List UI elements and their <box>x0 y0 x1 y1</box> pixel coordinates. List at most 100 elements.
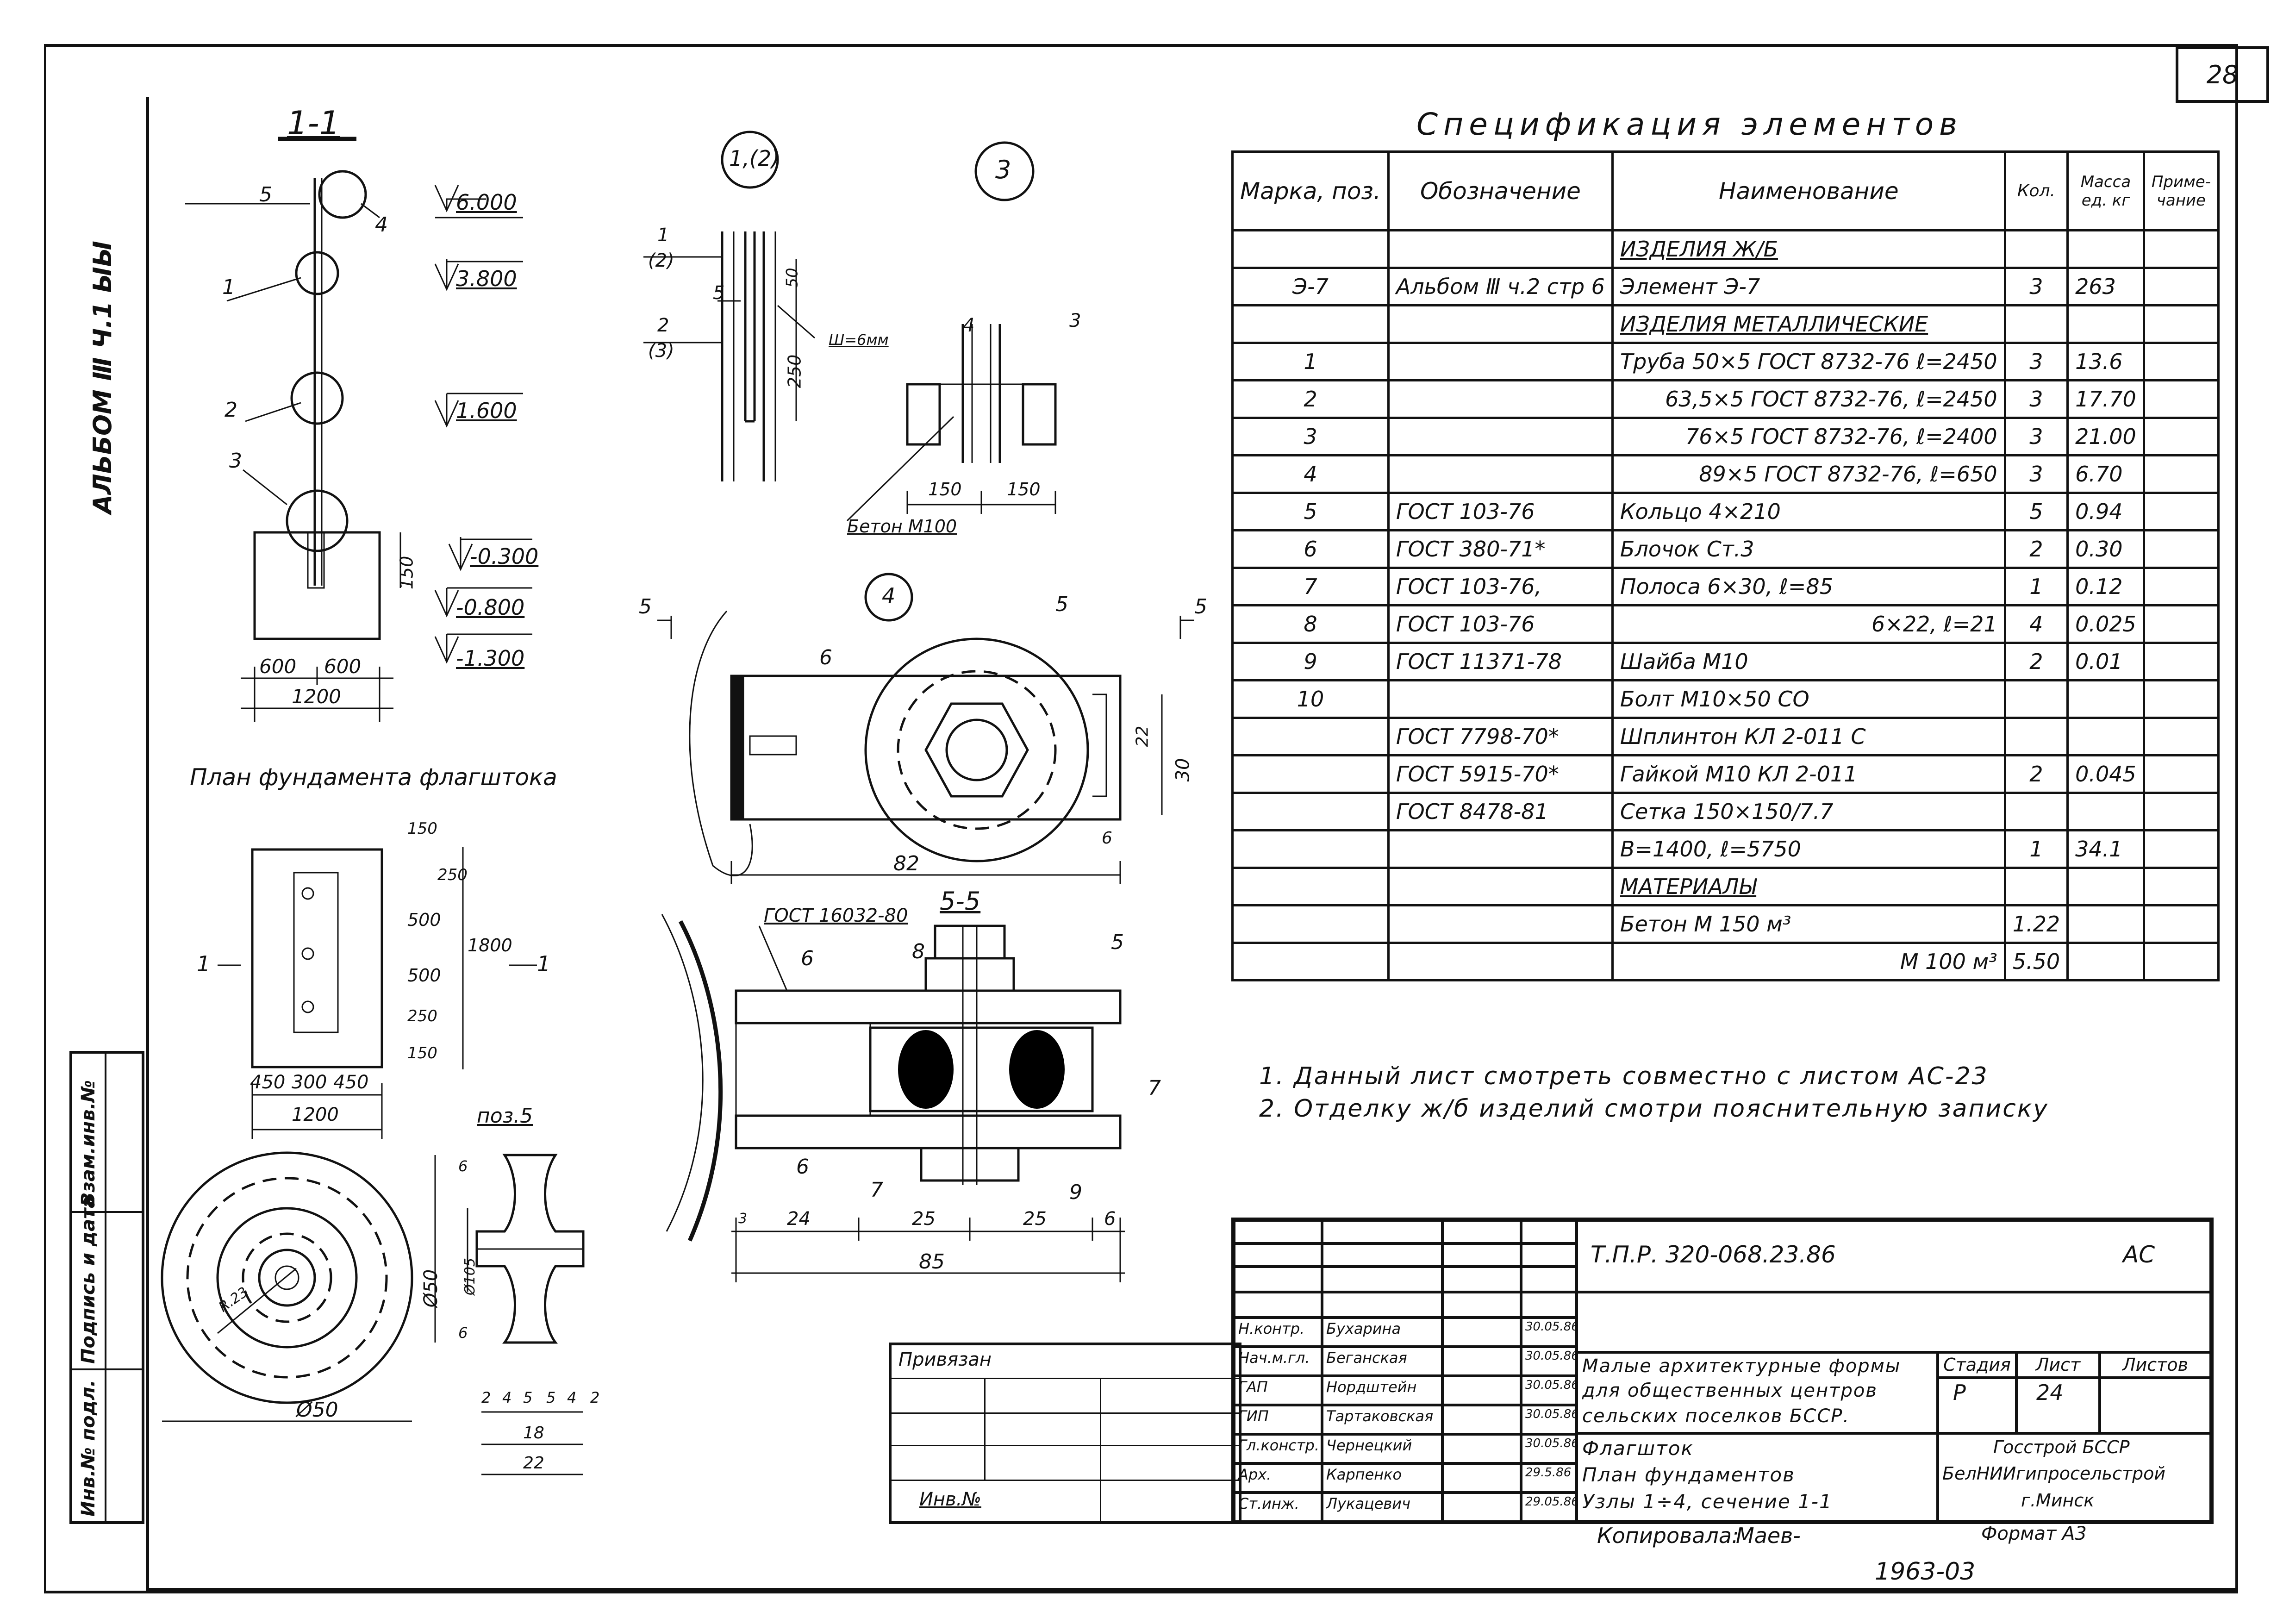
stamp-person-name: Лукацевич <box>1322 1493 1442 1522</box>
dimension: 50 <box>783 268 802 288</box>
dimension: 22 <box>523 1454 544 1473</box>
project-title-line: сельских поселков БССР. <box>1582 1405 1850 1427</box>
stamp-cell <box>1234 1243 1322 1267</box>
stamp-person-date: 30.05.86 <box>1521 1347 1577 1376</box>
bound-inv: Инв.№ <box>919 1489 981 1510</box>
spec-cell: 2 <box>2003 642 2069 681</box>
stamp-person-sig <box>1442 1376 1521 1405</box>
spec-cell: ГОСТ 103-76 <box>1387 492 1614 531</box>
spec-cell: Блочок Ст.3 <box>1611 529 2006 569</box>
sheets-header-cell: Листов <box>2100 1352 2211 1378</box>
section-mark: 1 <box>197 951 211 976</box>
sheet-title-line: Флагшток <box>1582 1437 1694 1460</box>
spec-cell: ГОСТ 7798-70* <box>1387 717 1614 756</box>
stamp-person-role: Нач.м.гл. <box>1234 1347 1322 1376</box>
spec-header: Марка, поз. <box>1231 150 1390 231</box>
spec-cell <box>2142 379 2220 419</box>
spec-cell: 0.94 <box>2066 492 2145 531</box>
spec-cell: 34.1 <box>2066 829 2145 869</box>
stamp-person-name: Беганская <box>1322 1347 1442 1376</box>
sheet-number: 28 <box>2176 46 2269 103</box>
title-block: Т.П.Р. 320-068.23.86 АС Н.контр.Бухарина… <box>1231 1218 2214 1524</box>
side-strip-divider <box>105 1054 106 1521</box>
spec-cell: ГОСТ 8478-81 <box>1387 792 1614 831</box>
spec-cell: 4 <box>1231 454 1390 494</box>
spec-cell <box>2142 604 2220 644</box>
dimension: 1800 <box>468 935 512 956</box>
dimension: Ø50 <box>420 1269 442 1308</box>
spec-cell: 89×5 ГОСТ 8732-76, ℓ=650 <box>1611 454 2006 494</box>
sheet-frame <box>44 44 2238 1593</box>
spec-cell: 3 <box>2003 454 2069 494</box>
callout: 5 <box>259 183 272 206</box>
spec-cell <box>2066 717 2145 756</box>
dimension: 30 <box>1172 758 1194 782</box>
spec-header: Наименование <box>1611 150 2006 231</box>
org-cell <box>1938 1433 2211 1521</box>
sheets-cell <box>2100 1378 2211 1433</box>
weld-note: Ш=6мм <box>829 331 889 349</box>
spec-cell: 1 <box>2003 567 2069 606</box>
spec-header: Кол. <box>2003 150 2069 231</box>
node-label: 1,(2) <box>729 146 780 171</box>
dimension: 250 <box>407 1007 437 1025</box>
dimension: 22 <box>1133 725 1152 747</box>
spec-cell <box>2142 829 2220 869</box>
callout: (3) <box>648 340 674 362</box>
project-title-cell <box>1577 1352 1938 1433</box>
sheet-cell: 24 <box>2016 1378 2100 1433</box>
callout: 7 <box>870 1178 883 1202</box>
spec-cell <box>1387 229 1614 269</box>
spec-cell <box>2142 417 2220 456</box>
spec-cell: 263 <box>2066 267 2145 306</box>
spec-cell <box>1387 379 1614 419</box>
spec-cell: 13.6 <box>2066 342 2145 381</box>
stamp-person-role: ГИП <box>1234 1405 1322 1434</box>
stamp-person-sig <box>1442 1318 1521 1347</box>
level-mark: 3.800 <box>456 266 517 291</box>
spec-cell: ГОСТ 103-76 <box>1387 604 1614 644</box>
spec-cell: Труба 50×5 ГОСТ 8732-76 ℓ=2450 <box>1611 342 2006 381</box>
spec-cell: 1 <box>2003 829 2069 869</box>
side-strip: Инв.№ подл. Подпись и дата Взам.инв.№ <box>69 1051 144 1524</box>
stamp-person-sig <box>1442 1347 1521 1376</box>
dimension: 150 <box>407 1044 437 1062</box>
plan-title: План фундамента флагштока <box>190 764 557 791</box>
stamp-cell <box>1521 1220 1577 1243</box>
dimension: 3 <box>738 1211 748 1227</box>
spec-cell <box>2142 679 2220 719</box>
note: 1. Данный лист смотреть совместно с лист… <box>1259 1062 1989 1090</box>
spec-cell: 1.22 <box>2003 904 2069 944</box>
spec-cell: 17.70 <box>2066 379 2145 419</box>
spec-cell: Элемент Э-7 <box>1611 267 2006 306</box>
org-line: БелНИИгипросельстрой <box>1942 1463 2166 1484</box>
spec-row: МАТЕРИАЛЫ <box>1231 867 2220 906</box>
spec-cell <box>1231 717 1390 756</box>
spec-cell: 2 <box>2003 529 2069 569</box>
spec-cell: ГОСТ 11371-78 <box>1387 642 1614 681</box>
stamp-cell <box>1521 1267 1577 1292</box>
stamp-cell <box>1521 1243 1577 1267</box>
spec-cell <box>1231 942 1390 981</box>
spec-cell: Полоса 6×30, ℓ=85 <box>1611 567 2006 606</box>
stamp-cell <box>1322 1267 1442 1292</box>
callout: 2 <box>225 398 237 422</box>
stamp-cell <box>1322 1292 1442 1318</box>
format-label: Формат А3 <box>1981 1523 2087 1544</box>
dimension: 4 <box>567 1389 577 1406</box>
dimension: 18 <box>523 1424 544 1443</box>
level-mark: 6.000 <box>456 190 517 215</box>
spec-cell: Сетка 150×150/7.7 <box>1611 792 2006 831</box>
dimension: 300 <box>292 1072 327 1093</box>
dimension: 85 <box>919 1250 945 1274</box>
spec-cell: ИЗДЕЛИЯ МЕТАЛЛИЧЕСКИЕ <box>1611 304 2006 344</box>
spec-cell: 1 <box>1231 342 1390 381</box>
dimension: 150 <box>928 479 962 500</box>
spec-cell: 2 <box>2003 754 2069 794</box>
spec-cell: 4 <box>2003 604 2069 644</box>
